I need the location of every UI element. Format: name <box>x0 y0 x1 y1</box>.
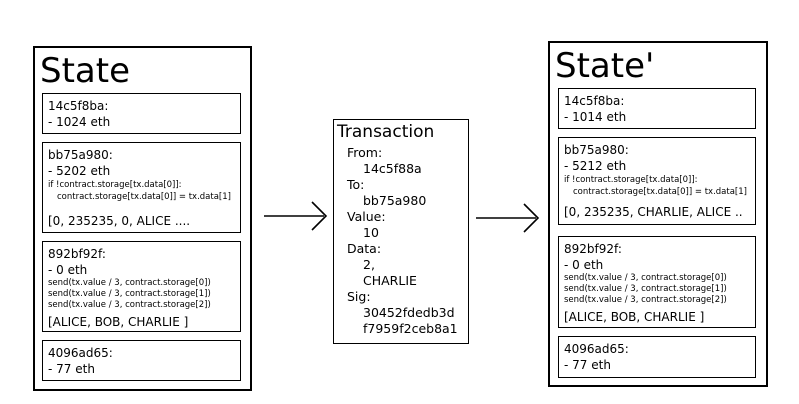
account-box-4096ad65: 4096ad65: - 77 eth <box>42 340 241 381</box>
account-address: bb75a980: <box>564 143 629 157</box>
contract-storage: [ALICE, BOB, CHARLIE ] <box>564 310 705 324</box>
tx-field-value: 14c5f88a <box>363 161 422 176</box>
contract-code-line: send(tx.value / 3, contract.storage[2]) <box>564 295 727 305</box>
contract-storage: [0, 235235, 0, ALICE .... <box>48 214 191 228</box>
account-balance: - 77 eth <box>564 358 611 372</box>
account-box-4096ad65: 4096ad65: - 77 eth <box>558 336 756 378</box>
contract-storage: [0, 235235, CHARLIE, ALICE .. <box>564 205 743 219</box>
contract-code-line: send(tx.value / 3, contract.storage[0]) <box>48 278 211 288</box>
contract-code-line: contract.storage[tx.data[0]] = tx.data[1… <box>57 192 231 202</box>
tx-field-value: 30452fdedb3d <box>363 305 455 320</box>
contract-code-line: send(tx.value / 3, contract.storage[1]) <box>48 289 211 299</box>
account-box-14c5f8ba: 14c5f8ba: - 1014 eth <box>558 88 756 129</box>
account-box-bb75a980: bb75a980: - 5202 eth if !contract.storag… <box>42 142 241 233</box>
contract-storage: [ALICE, BOB, CHARLIE ] <box>48 315 189 329</box>
account-address: 14c5f8ba: <box>564 94 625 108</box>
state-before-panel: State 14c5f8ba: - 1024 eth bb75a980: - 5… <box>33 46 252 391</box>
arrow-right-icon <box>476 203 540 233</box>
account-box-892bf92f: 892bf92f: - 0 eth send(tx.value / 3, con… <box>42 241 241 332</box>
tx-field-label: Value: <box>347 209 386 224</box>
account-address: bb75a980: <box>48 148 113 162</box>
account-balance: - 5212 eth <box>564 159 627 173</box>
account-balance: - 1024 eth <box>48 115 111 129</box>
account-address: 4096ad65: <box>48 346 113 360</box>
transaction-title: Transaction <box>337 122 435 142</box>
arrow-right-icon <box>264 201 328 231</box>
transaction-panel: Transaction From: 14c5f88a To: bb75a980 … <box>333 119 469 344</box>
account-address: 14c5f8ba: <box>48 99 109 113</box>
state-before-title: State <box>40 51 130 91</box>
tx-field-label: From: <box>347 145 383 160</box>
tx-field-value: CHARLIE <box>363 273 417 288</box>
account-balance: - 5202 eth <box>48 164 111 178</box>
contract-code-line: send(tx.value / 3, contract.storage[0]) <box>564 273 727 283</box>
contract-code-line: contract.storage[tx.data[0]] = tx.data[1… <box>573 187 747 197</box>
state-after-title: State' <box>555 46 655 86</box>
tx-field-label: To: <box>347 177 365 192</box>
tx-field-label: Sig: <box>347 289 371 304</box>
state-after-panel: State' 14c5f8ba: - 1014 eth bb75a980: - … <box>548 41 768 387</box>
account-address: 4096ad65: <box>564 342 629 356</box>
tx-field-value: 2, <box>363 257 375 272</box>
account-balance: - 0 eth <box>564 258 604 272</box>
contract-code-line: if !contract.storage[tx.data[0]]: <box>48 180 182 190</box>
account-box-bb75a980: bb75a980: - 5212 eth if !contract.storag… <box>558 137 756 225</box>
tx-field-value: 10 <box>363 225 379 240</box>
account-balance: - 1014 eth <box>564 110 627 124</box>
contract-code-line: send(tx.value / 3, contract.storage[2]) <box>48 300 211 310</box>
account-address: 892bf92f: <box>564 242 622 256</box>
account-balance: - 77 eth <box>48 362 95 376</box>
tx-field-value: f7959f2ceb8a1 <box>363 321 458 336</box>
contract-code-line: send(tx.value / 3, contract.storage[1]) <box>564 284 727 294</box>
account-address: 892bf92f: <box>48 247 106 261</box>
account-box-14c5f8ba: 14c5f8ba: - 1024 eth <box>42 93 241 134</box>
account-box-892bf92f: 892bf92f: - 0 eth send(tx.value / 3, con… <box>558 236 756 328</box>
tx-field-value: bb75a980 <box>363 193 427 208</box>
contract-code-line: if !contract.storage[tx.data[0]]: <box>564 175 698 185</box>
account-balance: - 0 eth <box>48 263 88 277</box>
tx-field-label: Data: <box>347 241 382 256</box>
